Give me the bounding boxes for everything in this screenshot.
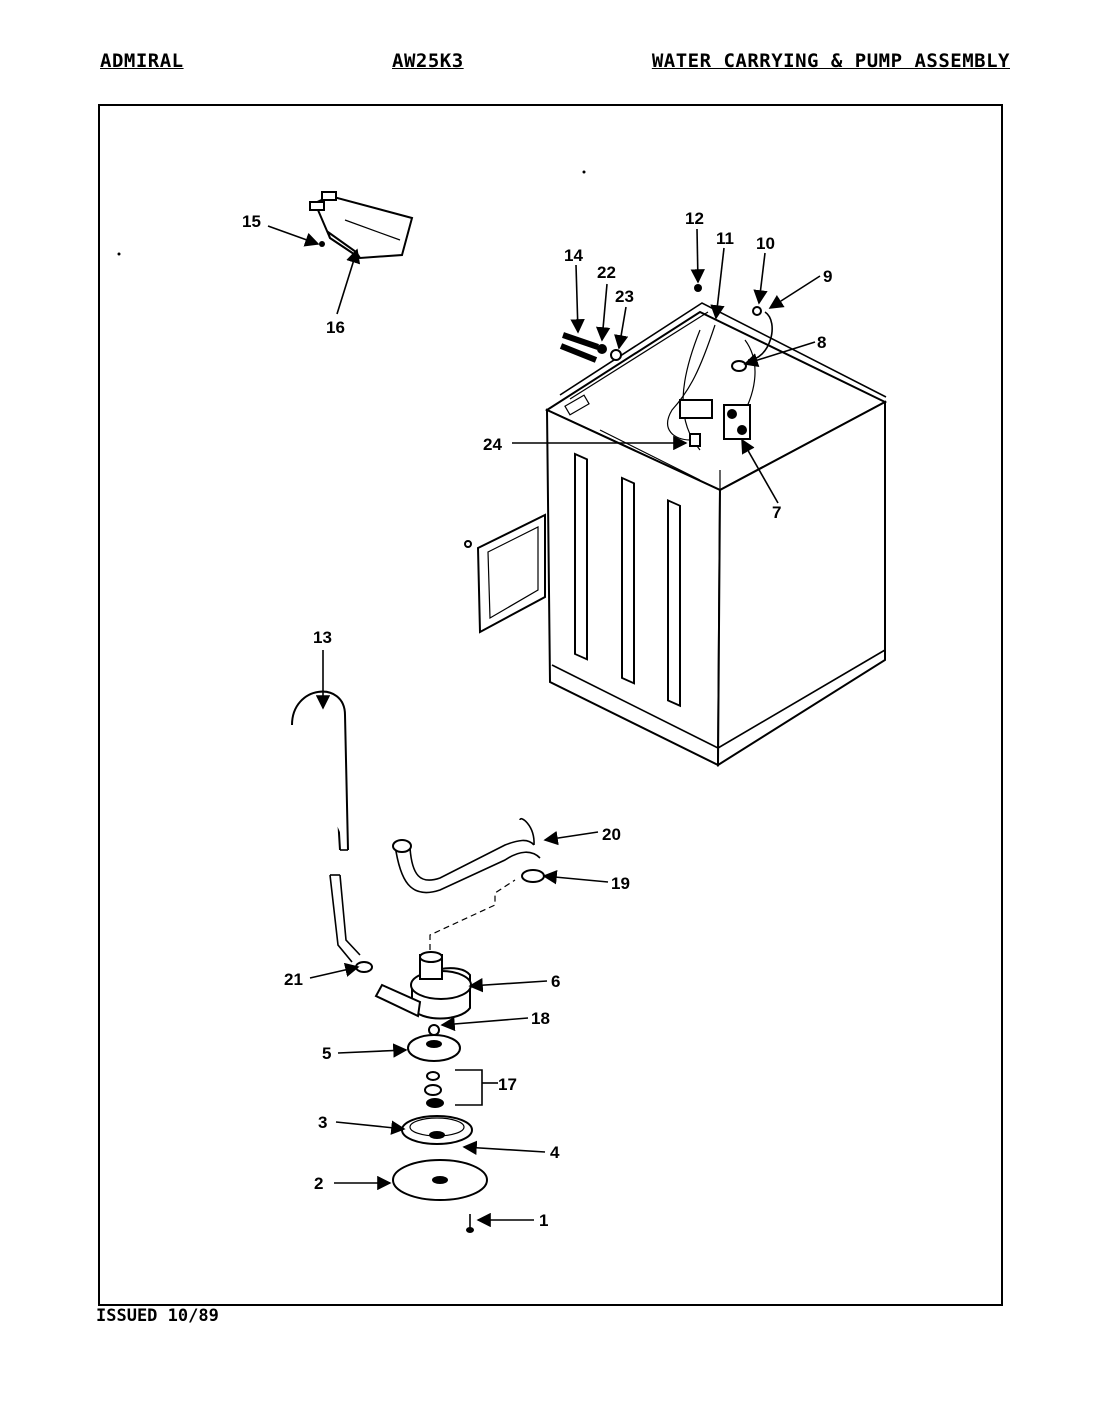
- callout-6: 6: [551, 972, 560, 991]
- model-number: AW25K3: [392, 50, 464, 72]
- callout-20: 20: [602, 825, 621, 844]
- callout-15: 15: [242, 212, 261, 231]
- diagram-frame: [98, 104, 1003, 1306]
- brand-name: ADMIRAL: [100, 50, 184, 72]
- callout-4: 4: [550, 1143, 560, 1162]
- impeller: [407, 1024, 461, 1062]
- pump-hose: [392, 818, 545, 960]
- callout-2: 2: [314, 1174, 323, 1193]
- leader-lines: [267, 225, 821, 1228]
- callout-9: 9: [823, 267, 832, 286]
- pump-gasket: [392, 1159, 488, 1201]
- callout-12: 12: [685, 209, 704, 228]
- callout-3: 3: [318, 1113, 327, 1132]
- callout-18: 18: [531, 1009, 550, 1028]
- callout-21: 21: [284, 970, 303, 989]
- pump-base: [401, 1115, 473, 1145]
- callout-19: 19: [611, 874, 630, 893]
- drain-hose: [291, 690, 361, 963]
- callout-labels: 1 2 3 4 5 6 7 8 9 10 11 12 13 14 15 16 1…: [242, 209, 832, 1230]
- section-title: WATER CARRYING & PUMP ASSEMBLY: [651, 50, 1010, 72]
- callout-22: 22: [597, 263, 616, 282]
- water-valve: [723, 404, 751, 440]
- callout-17: 17: [498, 1075, 517, 1094]
- callout-1: 1: [539, 1211, 548, 1230]
- callout-13: 13: [313, 628, 332, 647]
- callout-5: 5: [322, 1044, 331, 1063]
- callout-24: 24: [483, 435, 502, 454]
- callout-10: 10: [756, 234, 775, 253]
- callout-16: 16: [326, 318, 345, 337]
- callout-23: 23: [615, 287, 634, 306]
- callout-7: 7: [772, 503, 781, 522]
- washer-cabinet: [464, 284, 888, 767]
- callout-8: 8: [817, 333, 826, 352]
- bracket: [309, 191, 414, 260]
- issued-date: ISSUED 10/89: [96, 1306, 219, 1326]
- pump-housing: [355, 951, 472, 1020]
- pump-screw: [466, 1214, 474, 1233]
- callout-11: 11: [716, 229, 734, 248]
- callout-14: 14: [564, 246, 583, 265]
- seal-kit: [424, 1071, 444, 1108]
